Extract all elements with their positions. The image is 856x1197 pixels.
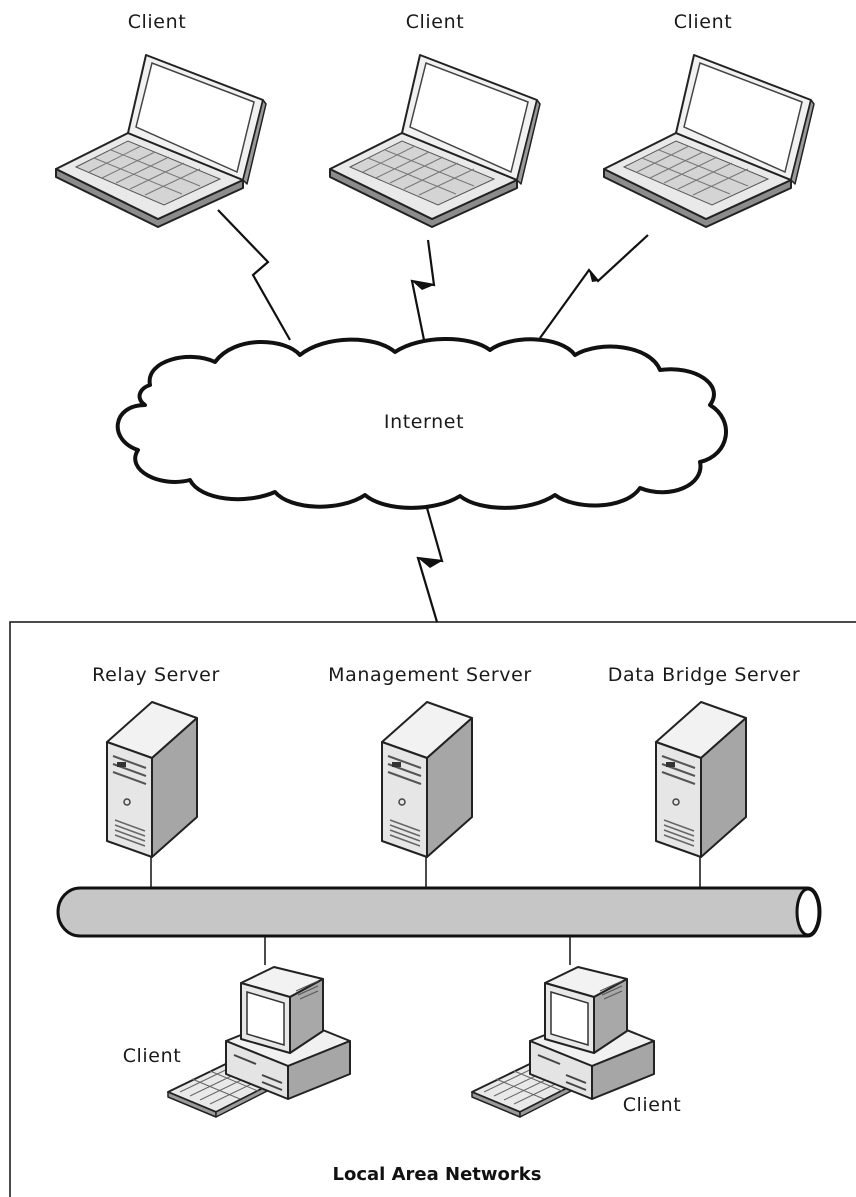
management-server-label: Management Server — [328, 664, 532, 686]
laptop-client-1: Client — [55, 11, 267, 228]
desktop-client-1-label: Client — [123, 1045, 182, 1067]
laptop-client-2-label: Client — [406, 11, 465, 33]
wireless-link-3 — [539, 234, 649, 339]
management-server: Management Server — [328, 664, 532, 858]
laptop-client-3: Client — [603, 11, 815, 228]
laptop-client-2: Client — [329, 11, 541, 228]
data-bridge-server: Data Bridge Server — [608, 664, 801, 858]
desktop-client-2-label: Client — [623, 1094, 682, 1116]
network-bus — [56, 886, 822, 938]
data-bridge-server-label: Data Bridge Server — [608, 664, 801, 686]
lan-boundary — [9, 621, 856, 1197]
desktop-client-2: Client — [471, 966, 682, 1118]
internet-label: Internet — [384, 411, 464, 433]
wireless-link-1 — [217, 209, 291, 341]
wireless-link-internet-lan — [416, 507, 444, 623]
laptop-client-3-label: Client — [674, 11, 733, 33]
relay-server: Relay Server — [92, 664, 220, 858]
internet-cloud: Internet — [115, 337, 728, 510]
laptop-client-1-label: Client — [128, 11, 187, 33]
lan-title: Local Area Networks — [333, 1164, 542, 1185]
desktop-client-1: Client — [123, 966, 351, 1118]
relay-server-label: Relay Server — [92, 664, 220, 686]
wireless-link-2 — [410, 239, 436, 341]
